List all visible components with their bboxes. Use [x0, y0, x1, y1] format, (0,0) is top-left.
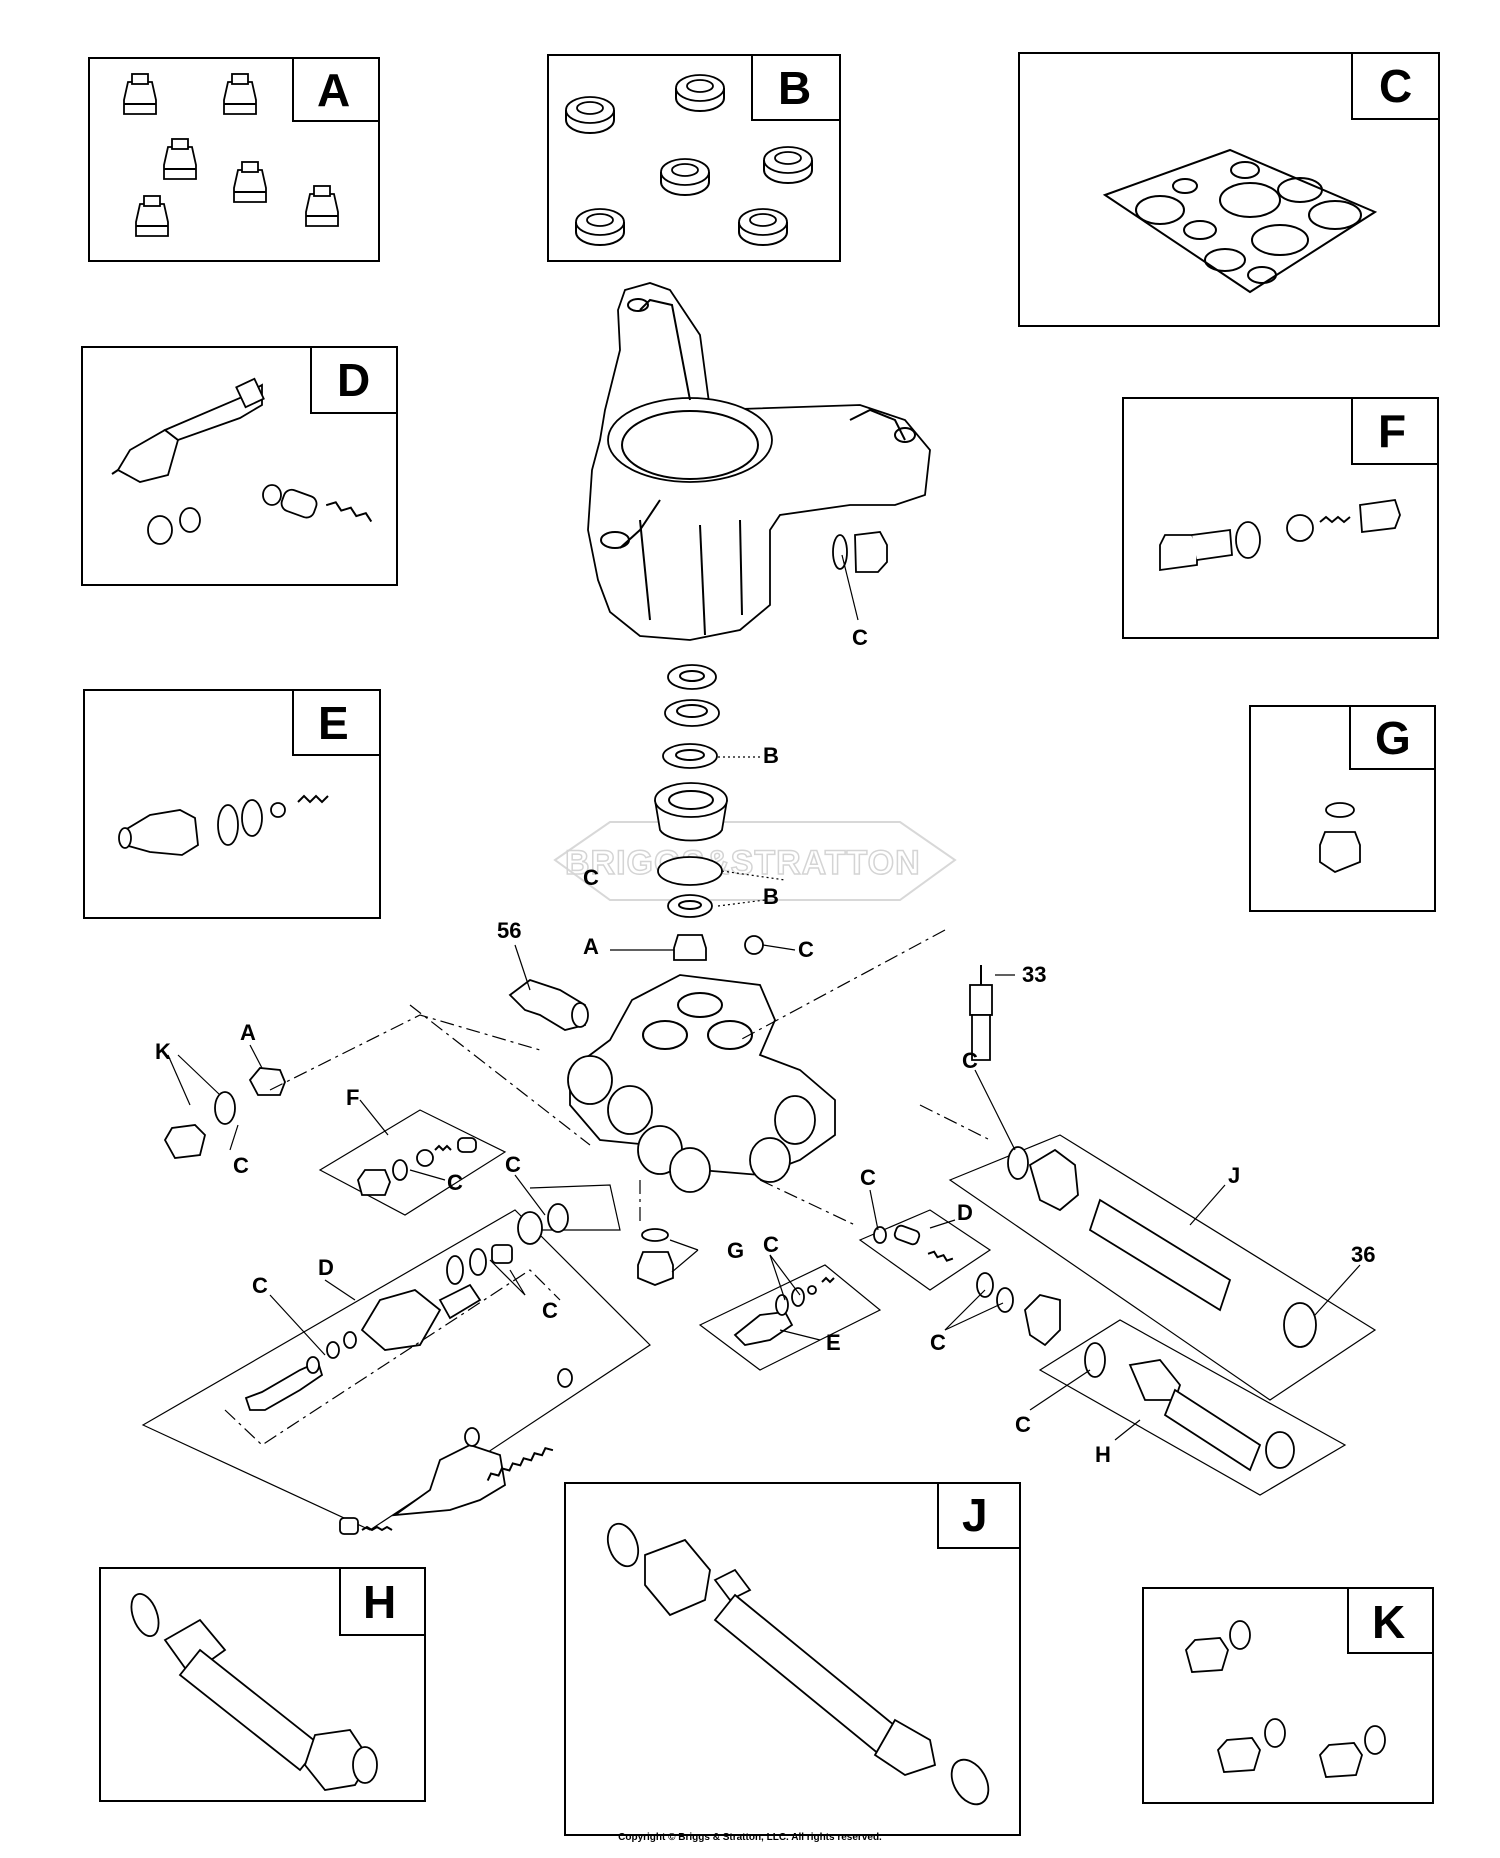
callout-33: 33	[1022, 962, 1046, 987]
callout-a-left: A	[240, 1020, 256, 1045]
relief-valve-kit-icon	[1159, 499, 1401, 572]
plug-kit-icon	[1319, 802, 1361, 874]
kit-f-letter: F	[1378, 405, 1406, 457]
callout-c-h: C	[1015, 1412, 1031, 1437]
kit-a-letter: A	[317, 64, 350, 116]
callout-leaders	[167, 554, 1361, 1441]
g-plug-mid	[637, 1228, 674, 1286]
callout-d-left: D	[318, 1255, 334, 1280]
callout-b-upper: B	[763, 743, 779, 768]
callout-c-right-top: C	[962, 1048, 978, 1073]
kit-c-letter: C	[1379, 60, 1412, 112]
kit-e-letter: E	[318, 697, 349, 749]
callout-c-e: C	[763, 1232, 779, 1257]
pump-manifold	[567, 974, 836, 1193]
left-valve-and-plug	[163, 1067, 286, 1159]
callout-c-left: C	[233, 1153, 249, 1178]
d-subassembly	[141, 1184, 651, 1535]
kit-h-letter: H	[363, 1576, 396, 1628]
callout-k-left: K	[155, 1039, 171, 1064]
bolt-33	[969, 965, 993, 1061]
kit-g-letter: G	[1375, 712, 1411, 764]
kit-b-box: B	[547, 54, 841, 262]
callout-labels: C B C B A C 56 33 K A C F C C D C C G C …	[155, 625, 1375, 1467]
callout-c-h-left: C	[930, 1330, 946, 1355]
callout-j-mid: J	[1228, 1163, 1240, 1188]
kit-d-box: D	[81, 346, 398, 586]
kit-g-box: G	[1249, 705, 1436, 912]
kit-c-box: C	[1018, 52, 1440, 327]
callout-c-oring: C	[583, 865, 599, 890]
callout-f-mid: F	[346, 1085, 359, 1110]
h-subassembly	[1038, 1319, 1347, 1496]
kit-a-box: A	[88, 57, 380, 262]
callout-c-ball: C	[798, 937, 814, 962]
alignment-lines	[269, 929, 991, 1226]
valve-icon-group	[123, 73, 339, 237]
kit-k-letter: K	[1372, 1596, 1405, 1648]
seal-stack	[654, 664, 764, 961]
callout-c-f: C	[447, 1170, 463, 1195]
unloader-kit-icon	[111, 377, 373, 545]
oring-bag-icon	[1102, 148, 1378, 294]
kit-b-letter: B	[778, 62, 811, 114]
kit-k-box: K	[1142, 1587, 1434, 1804]
callout-56: 56	[497, 918, 521, 943]
hose-fitting-j-icon	[606, 1522, 990, 1806]
kit-e-box: E	[83, 689, 381, 919]
callout-c-d-left: C	[252, 1273, 268, 1298]
brand-watermark: BRIGGS&STRATTON	[553, 821, 957, 901]
watermark-text: BRIGGS&STRATTON	[565, 844, 921, 882]
kit-f-box: F	[1122, 397, 1439, 639]
plug-and-oring	[832, 531, 888, 573]
callout-d-right: D	[957, 1200, 973, 1225]
copyright-notice: Copyright © Briggs & Stratton, LLC. All …	[618, 1832, 882, 1843]
callout-c-d-mid: C	[542, 1298, 558, 1323]
callout-c-d-right: C	[860, 1165, 876, 1190]
callout-g-mid: G	[727, 1238, 744, 1263]
callout-e-mid: E	[826, 1330, 841, 1355]
kit-j-letter: J	[962, 1489, 988, 1541]
elbow-fitting-56	[508, 978, 589, 1031]
callout-h-mid: H	[1095, 1442, 1111, 1467]
callout-c-d-top: C	[505, 1152, 521, 1177]
nozzle-kit-icon	[118, 794, 329, 856]
f-subassembly	[318, 1109, 507, 1216]
seal-icon-group	[565, 74, 813, 246]
kit-h-box: H	[99, 1567, 426, 1802]
kit-j-box: J	[564, 1482, 1021, 1836]
pump-housing	[587, 282, 931, 641]
right-oring-plug	[976, 1272, 1061, 1347]
callout-b-lower: B	[763, 884, 779, 909]
callout-a-valve: A	[583, 934, 599, 959]
plug-kit-k-icon	[1185, 1620, 1386, 1778]
j-subassembly	[948, 1134, 1377, 1401]
hose-fitting-h-icon	[130, 1593, 378, 1791]
callout-36: 36	[1351, 1242, 1375, 1267]
callout-c-plug: C	[852, 625, 868, 650]
d-subassembly-right	[858, 1209, 992, 1291]
kit-d-letter: D	[337, 354, 370, 406]
